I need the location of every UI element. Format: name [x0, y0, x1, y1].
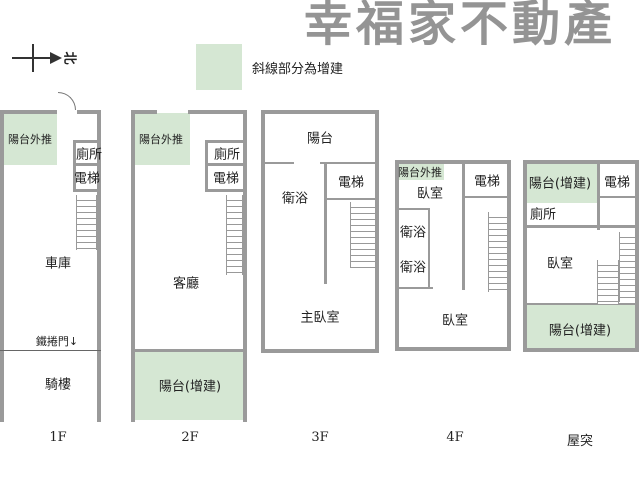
room-label: 陽台(增建) [158, 379, 222, 395]
room-label: 陽台外推 [398, 166, 442, 179]
room-label: 電梯 [337, 175, 365, 191]
legend-swatch [196, 44, 242, 90]
room-label: 臥室 [441, 313, 469, 329]
room-label: 陽台 [306, 131, 334, 147]
room-label: 臥室 [416, 186, 444, 202]
room-label: 衛浴 [281, 191, 309, 207]
room-label: 臥室 [546, 256, 574, 272]
legend-text: 斜線部分為增建 [252, 62, 344, 77]
room-label: 電梯 [473, 174, 501, 190]
room-label: 陽台外推 [139, 133, 183, 146]
room-label: 騎樓 [44, 377, 72, 393]
room-label: 客廳 [172, 276, 200, 292]
room-label: 陽台(增建) [548, 323, 612, 339]
room-label: 電梯 [603, 175, 631, 191]
room-label: 鐵捲門↓ [35, 335, 79, 348]
room-label: 廁所 [529, 207, 557, 223]
north-label: 北 [61, 51, 77, 65]
floor-label: 屋突 [566, 434, 594, 449]
room-label: 電梯 [212, 171, 240, 187]
room-label: 陽台(增建) [528, 176, 592, 192]
room-label: 廁所 [75, 147, 103, 163]
watermark: 幸福家不動產 [304, 0, 617, 52]
room-label: 陽台外推 [8, 133, 52, 146]
room-label: 衛浴 [399, 225, 427, 241]
room-label: 廁所 [213, 147, 241, 163]
room-label: 電梯 [73, 171, 101, 187]
floor-label: 4F [446, 430, 464, 445]
room-label: 主臥室 [300, 310, 340, 326]
room-label: 車庫 [44, 256, 72, 272]
floor-label: 1F [49, 430, 67, 445]
room-label: 衛浴 [399, 260, 427, 276]
floor-label: 2F [181, 430, 199, 445]
floor-label: 3F [311, 430, 329, 445]
